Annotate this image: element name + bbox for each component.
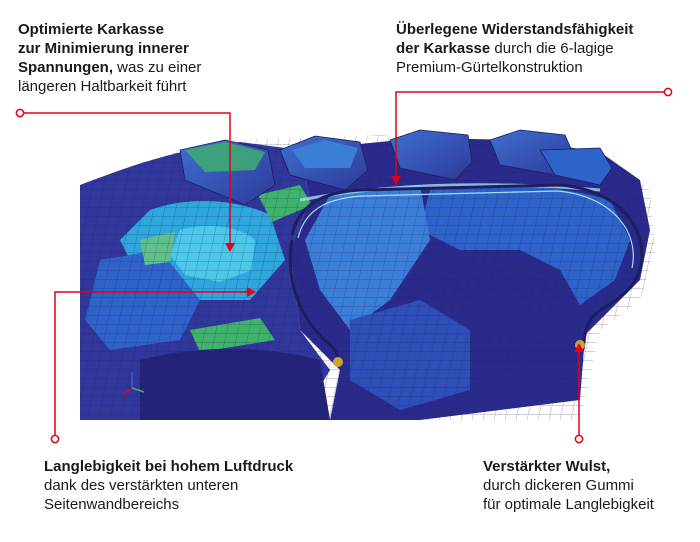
arrow-top-left [225, 243, 235, 252]
marker-top-left-start [15, 108, 25, 118]
callout-top-left-rest-3: was zu einer [113, 59, 202, 76]
callout-bottom-right-bold-1: Verstärkter Wulst, [483, 458, 611, 475]
callout-top-right-bold-2: der Karkasse [396, 40, 491, 57]
marker-bottom-right-start [574, 434, 584, 444]
carcass-outline [288, 183, 644, 367]
lug-5 [539, 147, 613, 186]
lug-3 [389, 129, 473, 181]
callout-markers [15, 87, 673, 444]
marker-top-right-start [663, 87, 673, 97]
callout-top-right-line-3: Premium-Gürtelkonstruktion [396, 59, 583, 76]
callout-bottom-left-bold-1: Langlebigkeit bei hohem Luftdruck [44, 458, 294, 475]
callout-bottom-right-line-2: durch dickeren Gummi [483, 477, 634, 494]
callout-bottom-left-line-3: Seitenwandbereichs [44, 496, 180, 513]
callout-top-left-bold-2: zur Minimierung innerer [18, 40, 189, 57]
lug-2-top [292, 140, 358, 168]
arrow-bottom-left [247, 287, 256, 297]
callout-bottom-left-line-2: dank des verstärkten unteren [44, 477, 239, 494]
carcass-highlight [297, 190, 634, 269]
callout-top-right-bold-1: Überlegene Widerstandsfähigkeit [396, 21, 634, 38]
callout-lines [22, 91, 666, 437]
carcass-line-outer [290, 183, 644, 352]
tire-body [80, 135, 655, 420]
callout-bottom-right-line-3: für optimale Langlebigkeit [483, 496, 654, 513]
bead-left [333, 357, 343, 367]
callout-top-left-line-4: längeren Haltbarkeit führt [18, 78, 187, 95]
callout-line-top-right [395, 91, 666, 180]
callout-top-right-rest-2: durch die 6-lagige [490, 40, 614, 57]
lug-1-top [185, 142, 265, 172]
callout-top-left-bold-1: Optimierte Karkasse [18, 21, 164, 38]
callout-top-left-bold-3: Spannungen, [18, 59, 113, 76]
callout-bottom-right: Verstärkter Wulst, durch dickeren Gummi … [483, 457, 698, 514]
callout-line-top-left [22, 112, 231, 248]
callout-top-left: Optimierte Karkasse zur Minimierung inne… [18, 20, 258, 96]
callout-top-right: Überlegene Widerstandsfähigkeit der Kark… [396, 20, 686, 77]
marker-bottom-left-start [50, 434, 60, 444]
arrow-bottom-right [574, 343, 584, 352]
callout-bottom-left: Langlebigkeit bei hohem Luftdruck dank d… [44, 457, 374, 514]
axis-triad-icon [123, 372, 145, 395]
callout-line-bottom-left [54, 291, 250, 437]
arrow-top-right [391, 176, 401, 185]
